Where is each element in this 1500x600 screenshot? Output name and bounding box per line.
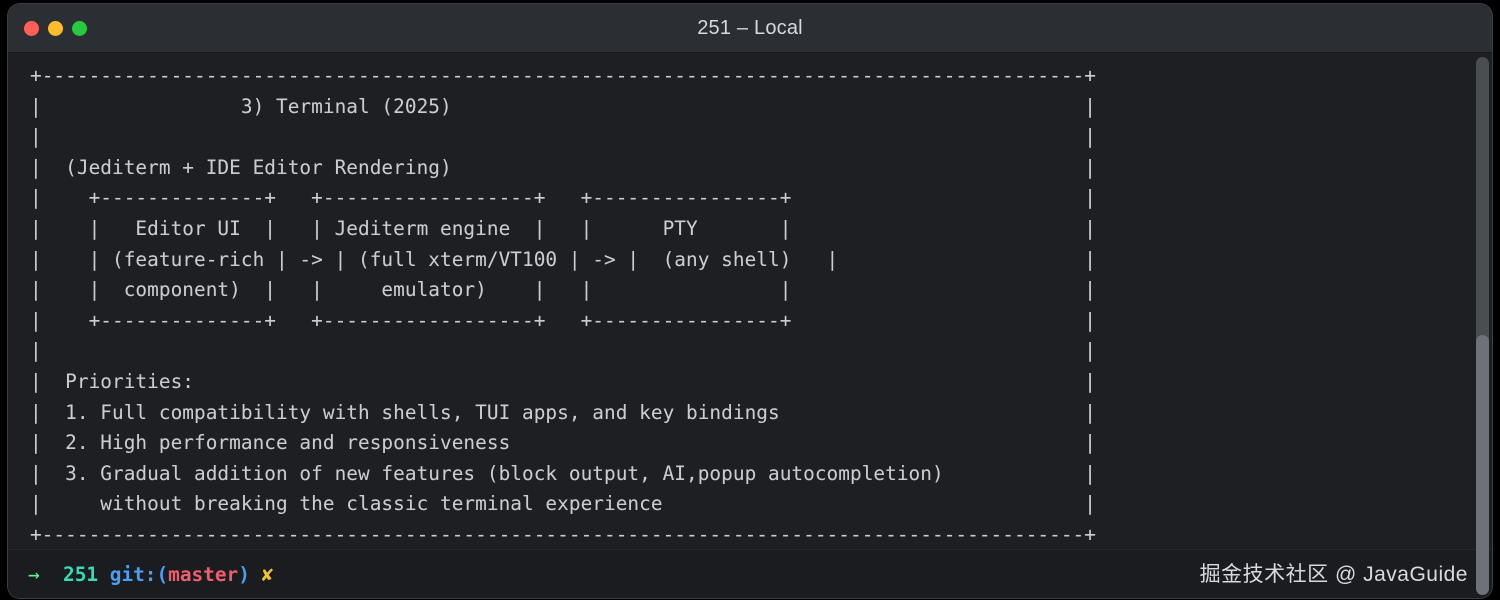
shell-prompt-line: → 251 git:(master) ✘ — [28, 565, 273, 584]
terminal-body[interactable]: +---------------------------------------… — [8, 53, 1492, 598]
prompt-git-branch: master — [168, 562, 239, 586]
prompt-gap-2 — [98, 563, 110, 586]
prompt-git-open: git:( — [109, 562, 169, 586]
prompt-gap-3 — [250, 563, 262, 586]
prompt-directory: 251 — [63, 562, 99, 586]
prompt-git-close: ) — [238, 562, 250, 586]
traffic-light-group — [24, 4, 87, 52]
window-titlebar[interactable]: 251 – Local — [8, 4, 1492, 53]
zoom-window-button[interactable] — [72, 20, 87, 36]
prompt-status-icon: ✘ — [261, 562, 274, 586]
terminal-scrollbar-thumb[interactable] — [1476, 335, 1489, 595]
terminal-output-area[interactable]: +---------------------------------------… — [8, 53, 1492, 550]
minimize-window-button[interactable] — [48, 20, 63, 36]
terminal-output-text: +---------------------------------------… — [30, 64, 1096, 546]
terminal-window: 251 – Local +---------------------------… — [8, 4, 1492, 598]
close-window-button[interactable] — [24, 20, 39, 36]
window-title: 251 – Local — [697, 17, 803, 39]
shell-prompt-row[interactable]: → 251 git:(master) ✘ — [8, 549, 1492, 598]
prompt-arrow-icon: → — [28, 562, 40, 586]
prompt-gap-1 — [40, 563, 63, 586]
